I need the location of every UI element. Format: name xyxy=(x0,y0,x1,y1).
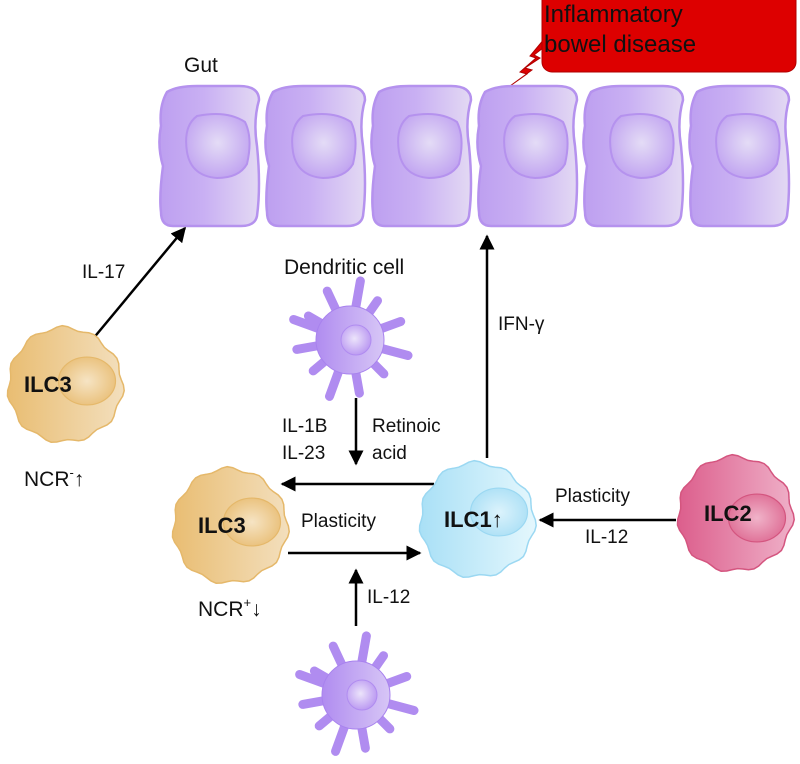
cell-nucleus xyxy=(727,493,787,543)
ilc2-cell: ILC2 xyxy=(676,453,795,572)
gut-epithelium xyxy=(158,84,791,228)
gut-epithelial-cell xyxy=(264,84,367,228)
ilc3-mid-cell: ILC3 xyxy=(171,465,290,584)
cell-nucleus xyxy=(222,497,282,547)
callout-line-1: Inflammatory xyxy=(544,1,683,28)
cell-nucleus xyxy=(469,487,529,537)
il23-label: IL-23 xyxy=(282,443,325,464)
il12-bottom-label: IL-12 xyxy=(367,587,410,608)
ilc3-top-cell: ILC3 xyxy=(6,324,125,443)
gut-epithelial-cell xyxy=(370,84,473,228)
il1b-label: IL-1B xyxy=(282,416,327,437)
plasticity-right-label: Plasticity xyxy=(555,486,630,507)
il12-right-label: IL-12 xyxy=(585,527,628,548)
il17-arrow xyxy=(91,226,186,341)
ibd-callout: Inflammatory bowel disease xyxy=(509,0,797,87)
gut-cell-nucleus xyxy=(291,113,357,180)
gut-epithelial-cell xyxy=(158,84,261,228)
plasticity-mid-label: Plasticity xyxy=(301,511,376,532)
dendritic-nucleus xyxy=(346,679,378,711)
gut-cell-nucleus xyxy=(715,113,781,180)
ifn-gamma-label: IFN-γ xyxy=(498,314,545,335)
callout-box xyxy=(541,0,797,73)
ilc2-label: ILC2 xyxy=(704,501,752,526)
ncr-minus-caption: NCR-↑ xyxy=(24,465,84,491)
gut-epithelial-cell xyxy=(688,84,791,228)
gut-cell-nucleus xyxy=(503,113,569,180)
gut-cell-nucleus xyxy=(609,113,675,180)
callout-line-2: bowel disease xyxy=(544,31,696,58)
gut-label: Gut xyxy=(184,54,218,77)
gut-epithelial-cell xyxy=(582,84,685,228)
ilc3-top-label: ILC3 xyxy=(24,372,72,397)
ilc1-cell: ILC1↑ xyxy=(418,459,537,578)
ilc1-label: ILC1↑ xyxy=(444,507,503,532)
acid-label: acid xyxy=(372,443,407,464)
dendritic-cell-top xyxy=(289,276,413,401)
gut-cell-nucleus xyxy=(185,113,251,180)
dendritic-nucleus xyxy=(340,324,372,356)
dendritic-cell-bottom xyxy=(295,631,419,756)
gut-cell-nucleus xyxy=(397,113,463,180)
retinoic-label: Retinoic xyxy=(372,416,441,437)
callout-lightning-tail xyxy=(509,37,549,87)
ncr-plus-caption: NCR+↓ xyxy=(198,595,262,621)
gut-epithelial-cell xyxy=(476,84,579,228)
ilc3-mid-label: ILC3 xyxy=(198,513,246,538)
dendritic-cell-label: Dendritic cell xyxy=(284,256,404,279)
cell-nucleus xyxy=(57,356,117,406)
il17-label: IL-17 xyxy=(82,262,125,283)
